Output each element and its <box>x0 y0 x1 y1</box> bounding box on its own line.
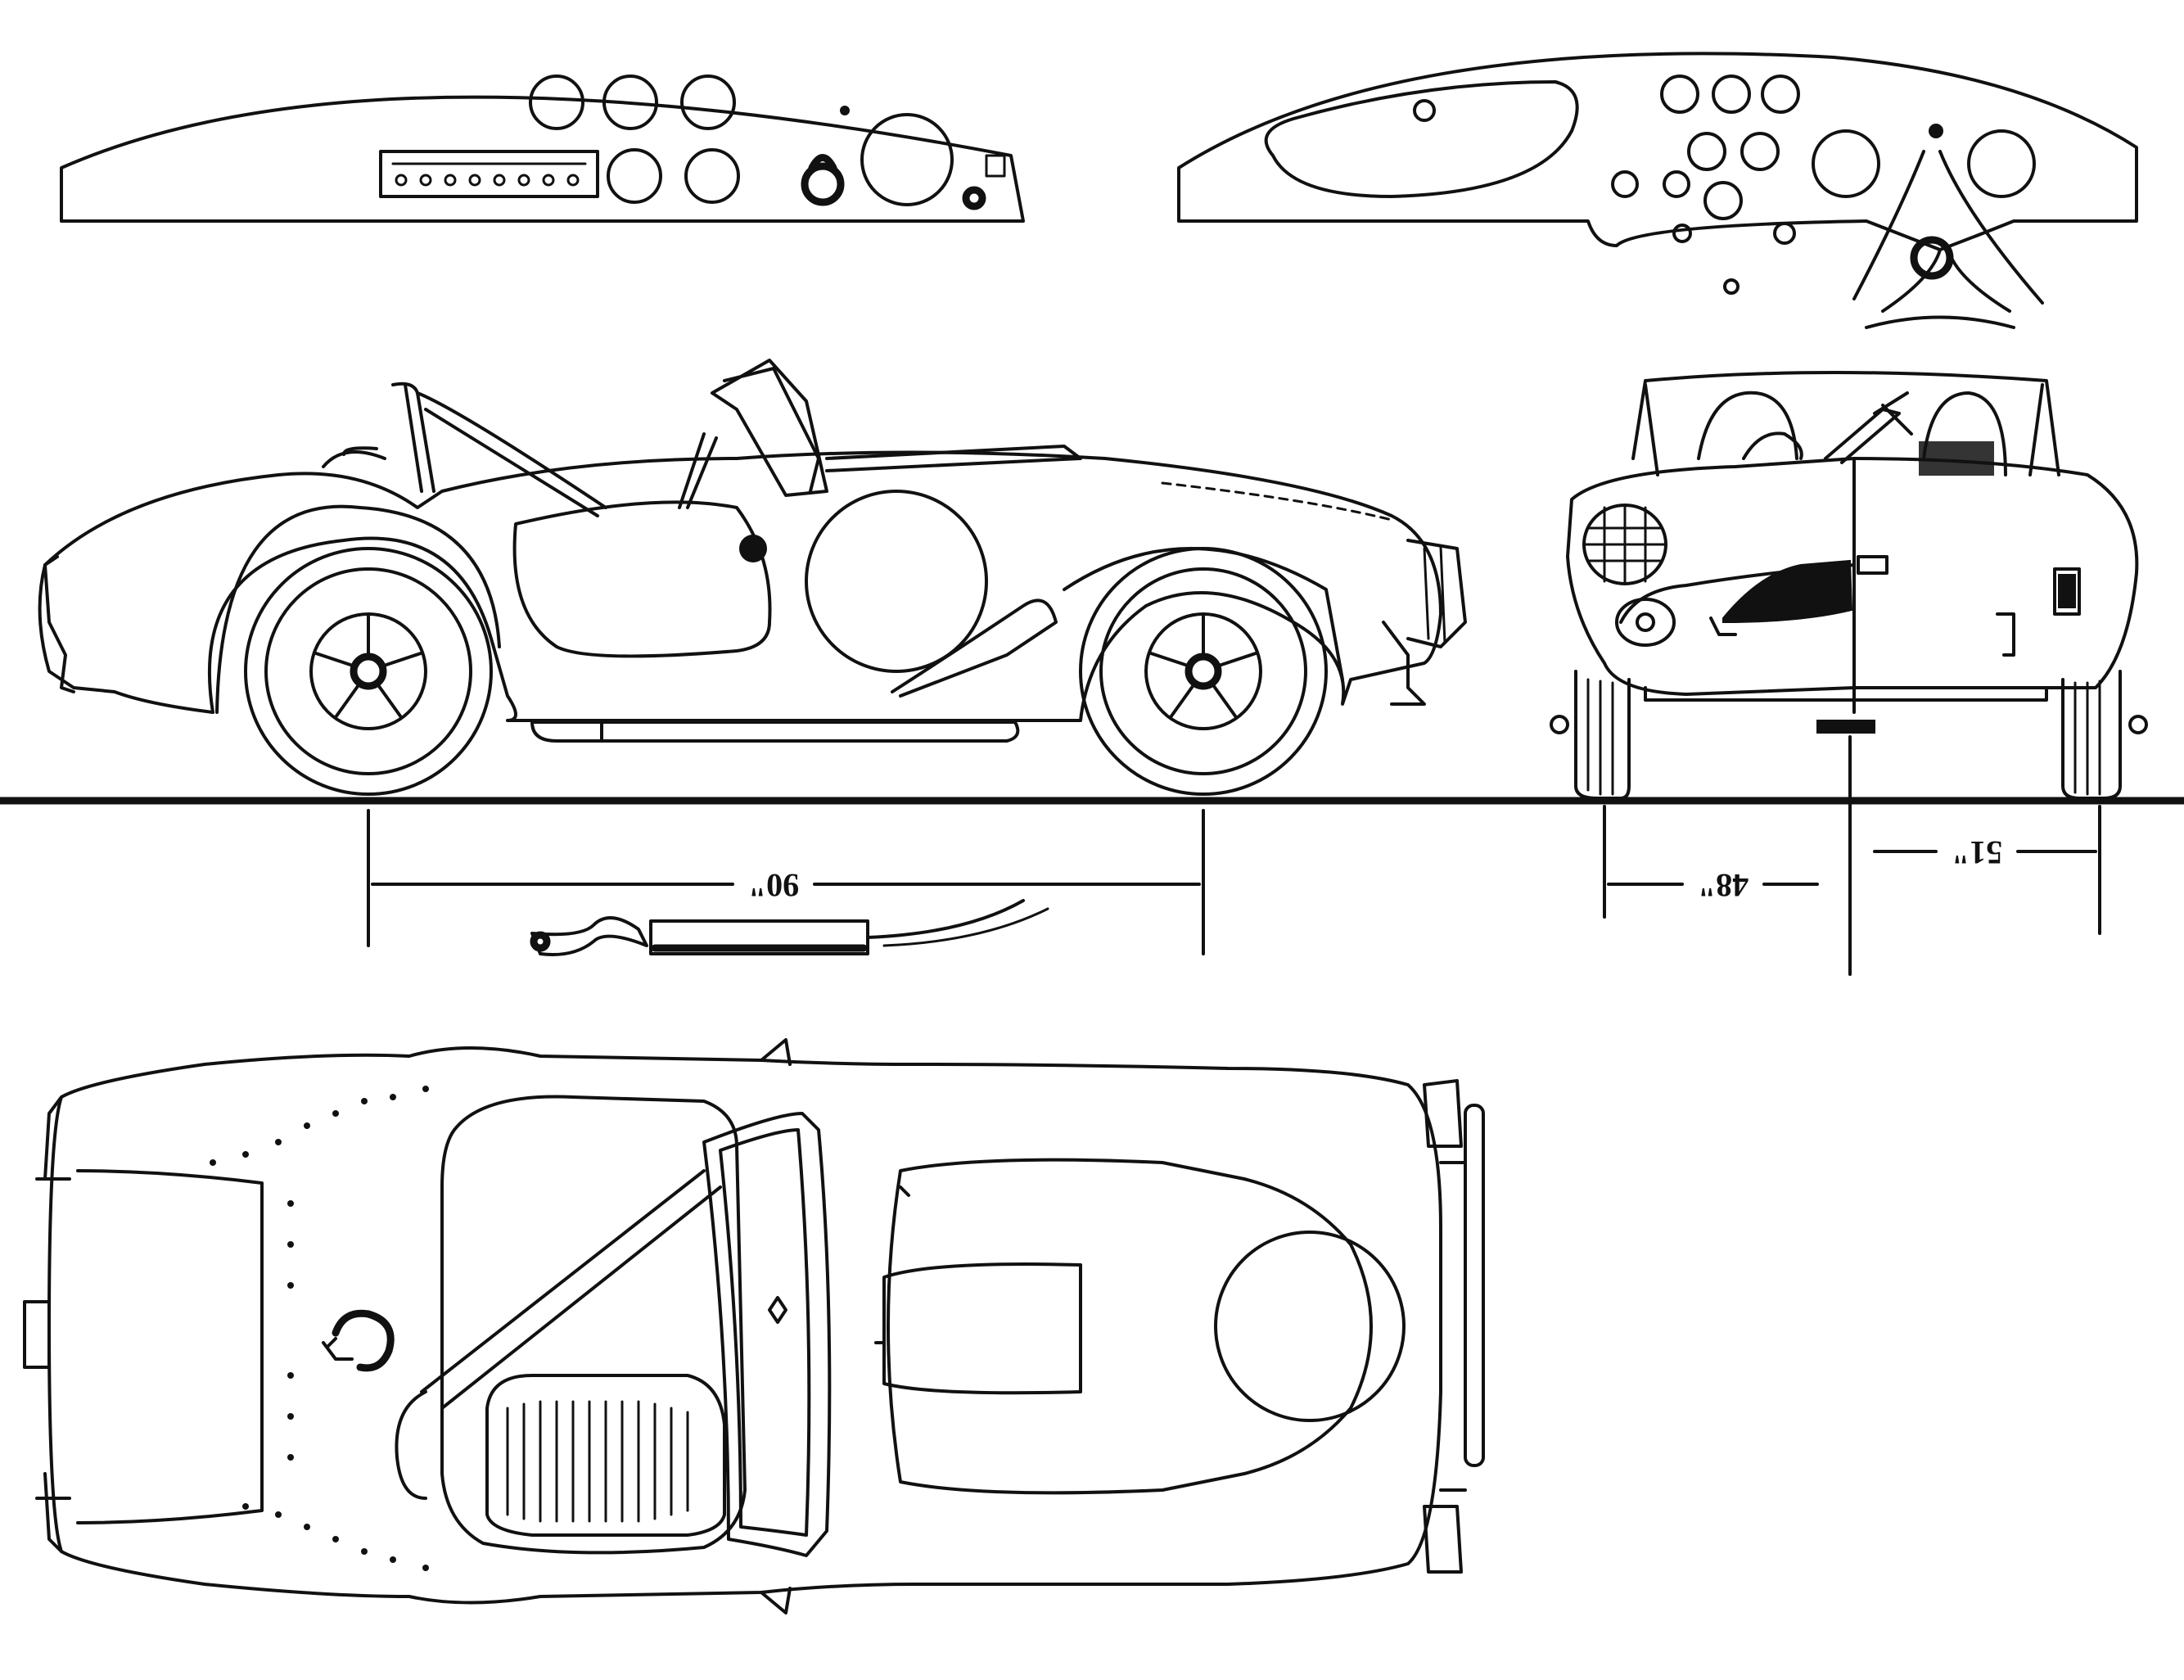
track-dimensions: 48" 51" <box>1603 735 2101 976</box>
wheelbase-label: 90" <box>748 867 799 904</box>
wheelbase-dimension: 90" <box>367 809 1205 955</box>
dashboard-left-view <box>60 75 1025 223</box>
side-view <box>0 359 2184 805</box>
rivet-dots <box>210 1086 429 1571</box>
top-view <box>23 1038 1485 1615</box>
front-track-label: 48" <box>1698 867 1749 904</box>
exhaust-detail <box>530 899 1049 956</box>
rear-track-label: 51" <box>1952 834 2002 871</box>
front-rear-view <box>1550 371 2148 800</box>
dashboard-right-view <box>1177 52 2138 329</box>
